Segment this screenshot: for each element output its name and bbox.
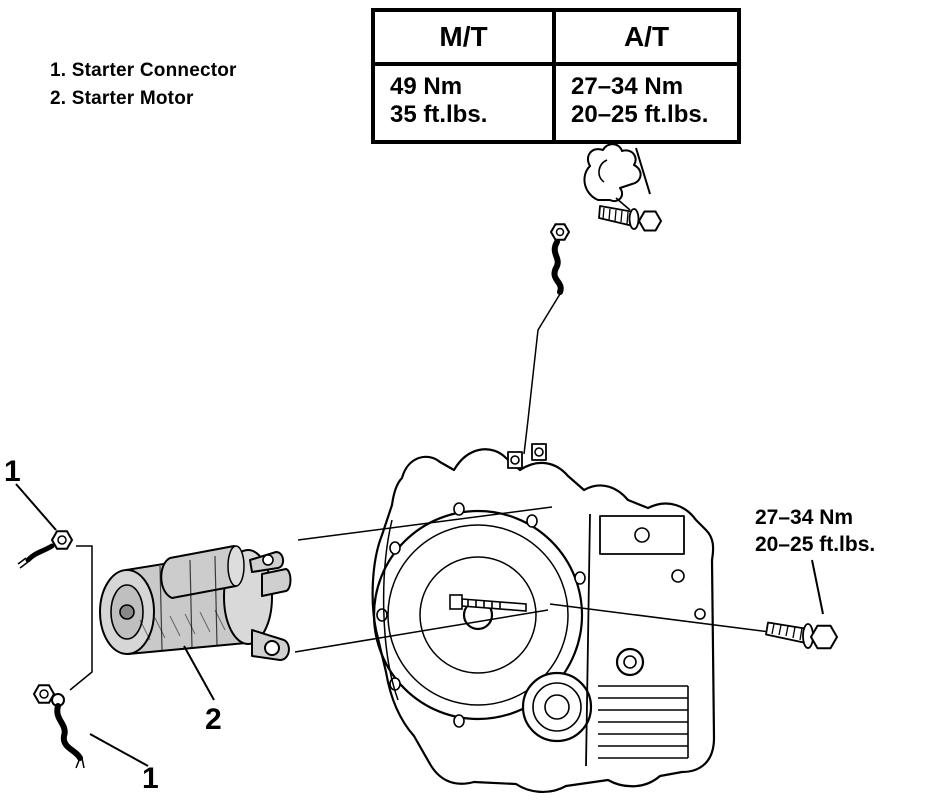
torque-table-header-row: M/T A/T xyxy=(375,12,737,66)
torque-table-header-mt: M/T xyxy=(375,12,556,62)
at-torque-ftlbs: 20–25 ft.lbs. xyxy=(571,101,709,128)
legend-item-starter-connector: 1. Starter Connector xyxy=(50,60,237,81)
torque-table-header-at: A/T xyxy=(623,21,670,52)
torque-annotation-right: 27–34 Nm 20–25 ft.lbs. xyxy=(755,504,875,558)
mt-torque-ftlbs: 35 ft.lbs. xyxy=(390,101,488,128)
torque-table-cell-at: 27–34 Nm 20–25 ft.lbs. xyxy=(556,66,737,140)
center-bolt-drawing xyxy=(449,594,527,612)
at-torque-nm: 27–34 Nm xyxy=(571,73,684,100)
callout-1-top: 1 xyxy=(4,455,21,488)
right-torque-nm: 27–34 Nm xyxy=(755,506,854,529)
mt-torque-nm: 49 Nm xyxy=(390,73,463,100)
torque-table-cell-mt: 49 Nm 35 ft.lbs. xyxy=(375,66,556,140)
right-torque-ftlbs: 20–25 ft.lbs. xyxy=(755,533,876,556)
starter-connector-top-drawing xyxy=(17,530,93,691)
assembly-alignment-lines xyxy=(294,506,771,653)
transmission-housing-drawing xyxy=(371,443,716,793)
torque-spec-table: M/T A/T 49 Nm 35 ft.lbs. 27–34 Nm 20–25 … xyxy=(371,8,741,144)
starter-motor-drawing xyxy=(99,545,292,661)
right-bolt-drawing xyxy=(765,559,838,650)
torque-table-value-row: 49 Nm 35 ft.lbs. 27–34 Nm 20–25 ft.lbs. xyxy=(375,66,737,140)
callout-1-bottom: 1 xyxy=(142,762,159,795)
top-bolt-and-clamp-drawing xyxy=(583,143,662,232)
table-leader-line xyxy=(635,147,651,195)
callout-2-starter: 2 xyxy=(205,703,222,736)
top-wire-connector-drawing xyxy=(523,223,571,455)
legend: 1. Starter Connector 2. Starter Motor xyxy=(50,57,237,113)
starter-connector-bottom-drawing xyxy=(32,684,85,769)
legend-item-starter-motor: 2. Starter Motor xyxy=(50,88,194,109)
callout-leader-lines xyxy=(15,483,215,767)
